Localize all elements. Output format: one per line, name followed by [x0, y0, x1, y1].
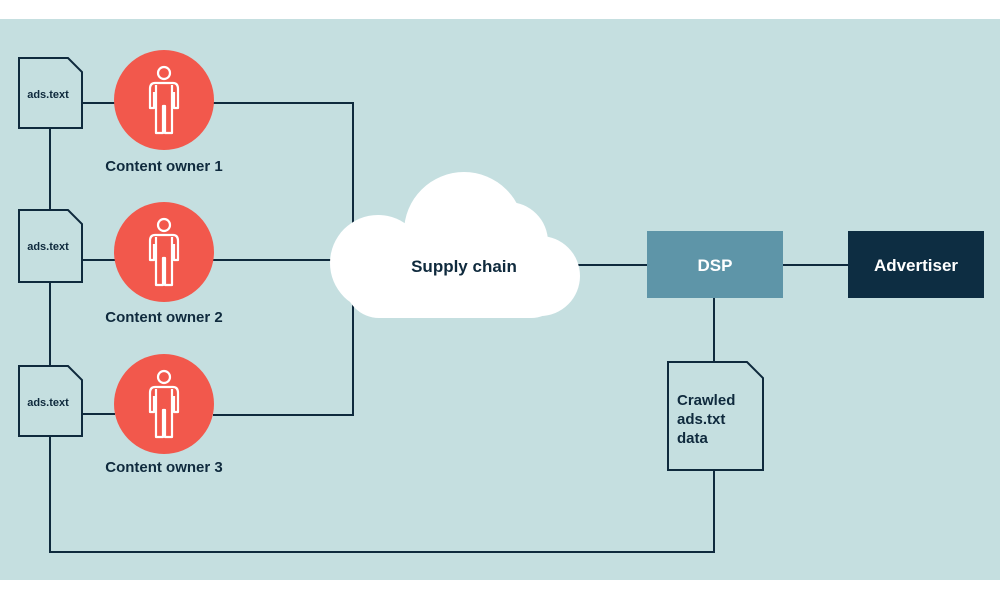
- crawled-line-1: Crawled: [677, 392, 735, 409]
- ads-doc-1: ads.text: [18, 57, 83, 129]
- content-owner-3: Content owner 3: [105, 354, 223, 476]
- owner-label: Content owner 2: [105, 309, 223, 326]
- document-icon: [18, 57, 83, 129]
- owner-label: Content owner 3: [105, 459, 223, 476]
- owner-circle: [114, 354, 214, 454]
- person-icon: [148, 369, 180, 439]
- ads-doc-2: ads.text: [18, 209, 83, 283]
- supply-chain-cloud: Supply chain: [330, 172, 580, 318]
- dsp-box: DSP: [647, 231, 783, 298]
- document-icon: [18, 365, 83, 437]
- advertiser-box: Advertiser: [848, 231, 984, 298]
- advertiser-label: Advertiser: [874, 256, 958, 275]
- owner-circle: [114, 50, 214, 150]
- document-icon: [667, 361, 764, 471]
- content-owner-1: Content owner 1: [105, 50, 223, 175]
- document-icon: [18, 209, 83, 283]
- owner-label: Content owner 1: [105, 158, 223, 175]
- advertiser-rect: [848, 231, 984, 298]
- content-owner-2: Content owner 2: [105, 202, 223, 326]
- person-icon: [148, 217, 180, 287]
- crawled-line-2: ads.txt: [677, 411, 725, 428]
- cloud-shape: [330, 172, 580, 318]
- dsp-label: DSP: [698, 256, 733, 275]
- connector-doc3-crawled: [49, 436, 715, 553]
- dsp-rect: [647, 231, 783, 298]
- ads-doc-3: ads.text: [18, 365, 83, 437]
- supply-chain-label: Supply chain: [411, 257, 517, 276]
- crawled-line-3: data: [677, 430, 709, 447]
- ads-doc-label: ads.text: [27, 241, 69, 253]
- crawled-data-doc: Crawled ads.txt data: [667, 361, 764, 471]
- ads-doc-label: ads.text: [27, 397, 69, 409]
- connector-lines: [49, 102, 848, 553]
- owner-circle: [114, 202, 214, 302]
- person-icon: [148, 65, 180, 135]
- ads-doc-label: ads.text: [27, 89, 69, 101]
